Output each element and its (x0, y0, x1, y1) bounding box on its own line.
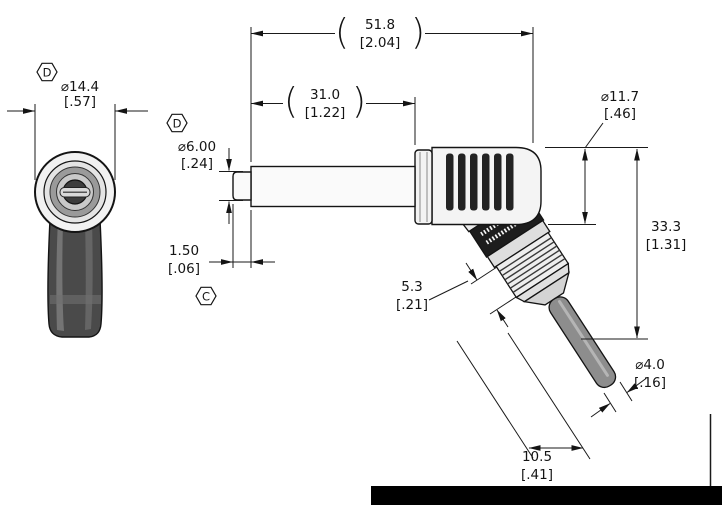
dim-body-diameter: ⌀11.7 [.46] (548, 89, 639, 225)
dimension-text-imperial: [.16] (634, 375, 666, 391)
dim-cable-diameter: ⌀4.0 [.16] (590, 357, 666, 418)
dimension-arrow-upper (626, 378, 647, 393)
dimension-text-imperial: [.41] (521, 467, 553, 483)
flange-ridges (419, 152, 428, 222)
dimension-text-imperial: [1.22] (305, 105, 346, 121)
dim-height: 33.3 [1.31] (545, 147, 687, 340)
paren-close: ) (411, 12, 425, 53)
dimension-text-imperial: [.46] (604, 106, 636, 122)
front-view (34, 151, 116, 338)
dim-plug-diameter: D ⌀6.00 [.24] (166, 113, 243, 224)
datum-hexagon-d-side (166, 113, 188, 133)
dim-barrel-length: ( ) 31.0 [1.22] (251, 81, 416, 145)
dimension-text-imperial: [.06] (168, 261, 200, 277)
paren-open: ( (335, 12, 349, 53)
dimension-arrow-right (496, 309, 509, 328)
body-rib (458, 153, 466, 211)
datum-hexagon-d-front (36, 62, 58, 82)
leader-line (428, 280, 469, 301)
paren-open: ( (284, 81, 298, 122)
dimension-text-imperial: [.57] (64, 94, 96, 110)
body-rib (470, 153, 478, 211)
dimension-text-metric: 5.3 (401, 279, 422, 295)
extension-lines (250, 27, 534, 162)
body-rib (506, 153, 514, 211)
dimension-text-metric: 1.50 (169, 243, 199, 259)
dimension-text-metric: ⌀6.00 (178, 139, 216, 155)
dimension-text-metric: ⌀14.4 (61, 79, 99, 95)
dimension-text-imperial: [2.04] (360, 35, 401, 51)
dimension-text-imperial: [.24] (181, 156, 213, 172)
dim-knurl-length: 5.3 [.21] (396, 262, 517, 328)
leader-line (584, 122, 604, 149)
dimension-arrow-left (465, 262, 478, 281)
dim-overall-length: ( ) 51.8 [2.04] (250, 12, 534, 162)
extension-lines (219, 171, 243, 201)
body-rib (446, 153, 454, 211)
extension-lines (603, 381, 633, 413)
cable-highlight (558, 300, 609, 377)
dimension-text-metric: 31.0 (310, 87, 340, 103)
dimension-text-metric: ⌀11.7 (601, 89, 639, 105)
dim-tip-length: 1.50 [.06] C (168, 204, 275, 306)
datum-hexagon-c (195, 286, 217, 306)
body-rib (482, 153, 490, 211)
extension-lines (470, 266, 517, 315)
datum-label: D (43, 66, 52, 80)
plug-tip (232, 171, 252, 201)
dimension-text-imperial: [.21] (396, 297, 428, 313)
plug-flange (414, 149, 433, 225)
dimension-text-imperial: [1.31] (646, 237, 687, 253)
dimension-text-metric: ⌀4.0 (635, 357, 665, 373)
dim-horizontal-offset: 10.5 [.41] (456, 332, 591, 483)
knurl-ribs (499, 237, 566, 293)
paren-close: ) (352, 81, 366, 122)
extension-lines (232, 204, 252, 268)
side-view (232, 146, 542, 226)
title-block-bar (371, 486, 722, 505)
plug-handle-highlight-right (85, 220, 93, 330)
plug-barrel (250, 165, 416, 208)
plug-handle-band (50, 295, 101, 304)
dimension-text-metric: 10.5 (522, 449, 552, 465)
boot-taper (522, 271, 570, 306)
dimension-text-metric: 33.3 (651, 219, 681, 235)
dimension-arrow-lower (590, 403, 611, 418)
datum-label: D (173, 117, 182, 131)
dimension-text-metric: 51.8 (365, 17, 395, 33)
datum-label: C (202, 290, 210, 304)
extension-lines (34, 104, 116, 180)
extension-lines (456, 332, 591, 460)
dim-front-diameter: ⌀14.4 [.57] D (7, 62, 148, 180)
body-rib (494, 153, 502, 211)
